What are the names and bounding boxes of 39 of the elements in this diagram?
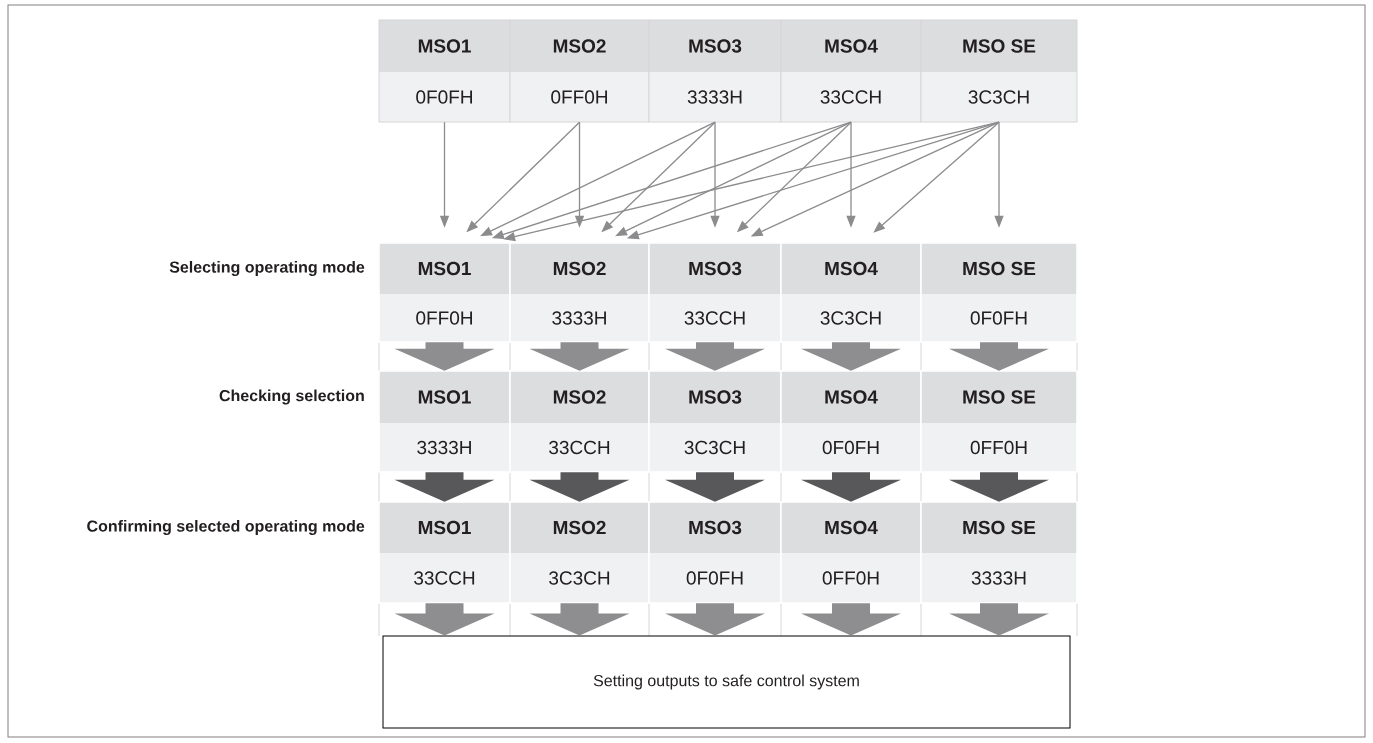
table-cell: MSO1 3333H: [378, 370, 511, 473]
table-cell: MSO2 3C3CH: [509, 501, 650, 604]
block-arrow: [665, 603, 765, 636]
block-arrow: [394, 472, 495, 502]
table-cell: MSO3 3C3CH: [648, 370, 782, 473]
table-cell: MSO4 0FF0H: [780, 501, 922, 604]
table-cell: MSO4 3C3CH: [780, 242, 922, 343]
block-arrow: [949, 342, 1049, 371]
row-label: Selecting operating mode: [169, 261, 365, 276]
block-arrow: [949, 472, 1049, 502]
block-arrow: [801, 342, 901, 371]
block-arrow: [529, 342, 630, 371]
table-cell: MSO2 33CCH: [509, 370, 650, 473]
block-arrow: [949, 603, 1049, 636]
block-arrow: [394, 603, 495, 636]
table-cell: MSO2 3333H: [509, 242, 650, 343]
table-cell: MSO4 33CCH: [780, 19, 922, 123]
block-arrow: [801, 472, 901, 502]
block-arrow: [394, 342, 495, 371]
table-cell: MSO SE 3C3CH: [920, 19, 1078, 123]
table-cell: MSO3 3333H: [648, 19, 782, 123]
table-cell: MSO4 0F0FH: [780, 370, 922, 473]
row-label: Checking selection: [219, 389, 364, 405]
row-label: Confirming selected operating mode: [87, 520, 365, 535]
table-cell: MSO SE 0F0FH: [920, 242, 1078, 343]
table-cell: MSO1 0FF0H: [378, 242, 511, 343]
block-arrow: [665, 342, 765, 371]
table-cell: MSO2 0FF0H: [509, 19, 650, 123]
table-cell: MSO SE 0FF0H: [920, 370, 1078, 473]
table-cell: MSO3 33CCH: [648, 242, 782, 343]
table-cell: MSO1 0F0FH: [378, 19, 511, 123]
table-cell: MSO1 33CCH: [378, 501, 511, 604]
block-arrow: [529, 472, 630, 502]
block-arrow: [801, 603, 901, 636]
block-arrow: [529, 603, 630, 636]
block-arrow: [665, 472, 765, 502]
process-box: Setting outputs to safe control system: [382, 635, 1071, 729]
table-cell: MSO SE 3333H: [920, 501, 1078, 604]
table-cell: MSO3 0F0FH: [648, 501, 782, 604]
